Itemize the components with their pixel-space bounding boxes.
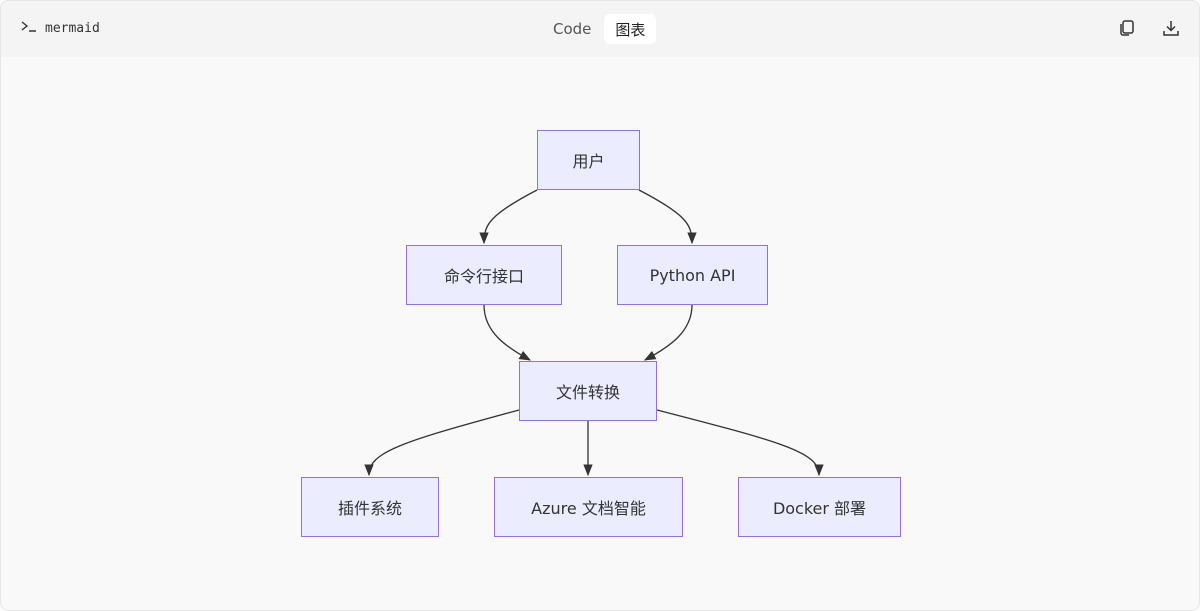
edge-conversion-docker (656, 409, 824, 477)
edge-user-python-api (638, 189, 697, 245)
tab-diagram[interactable]: 图表 (604, 14, 657, 44)
edge-user-cli (479, 189, 538, 245)
language-label: mermaid (21, 20, 100, 36)
node-azure-document-intelligence[interactable]: Azure 文档智能 (494, 477, 683, 537)
tab-code[interactable]: Code (553, 20, 592, 38)
copy-button[interactable] (1115, 16, 1139, 40)
download-button[interactable] (1159, 16, 1183, 40)
edges-layer (364, 189, 824, 477)
view-tabs: Code 图表 (542, 14, 657, 44)
edge-cli-conversion (483, 304, 532, 361)
language-name: mermaid (45, 20, 100, 36)
node-cli[interactable]: 命令行接口 (406, 245, 562, 305)
node-docker-deployment[interactable]: Docker 部署 (738, 477, 901, 537)
header-actions (1115, 16, 1183, 40)
download-icon (1163, 21, 1179, 36)
terminal-prompt-icon (21, 20, 37, 36)
diagram-canvas: 用户 命令行接口 Python API 文件转换 插件系统 Azure 文档智能… (1, 57, 1199, 610)
node-file-conversion[interactable]: 文件转换 (519, 361, 657, 421)
edge-conversion-plugins (364, 409, 520, 477)
card-header: mermaid Code 图表 (1, 1, 1199, 57)
edge-python-api-conversion (643, 304, 693, 361)
node-user[interactable]: 用户 (537, 130, 640, 190)
copy-icon (1120, 20, 1134, 36)
node-python-api[interactable]: Python API (617, 245, 768, 305)
node-plugin-system[interactable]: 插件系统 (301, 477, 439, 537)
